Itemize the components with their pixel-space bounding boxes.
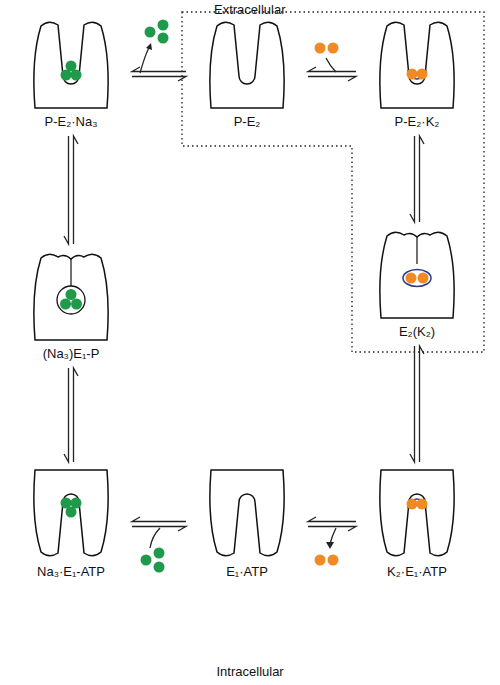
harpoon-pair (132, 67, 186, 81)
release-arrow (140, 46, 150, 73)
sodium-ion (145, 27, 156, 38)
potassium-ion (407, 499, 418, 510)
pump-outline (210, 470, 284, 556)
potassium-ion (407, 69, 418, 80)
sodium-ion (66, 61, 77, 72)
potassium-ion (417, 499, 428, 510)
sodium-ion (60, 299, 71, 310)
state-label: Na₃·E₁-ATP (16, 564, 126, 580)
pump-state: E₂(K₂) (362, 228, 472, 340)
harpoon-pair (308, 67, 356, 81)
sodium-ion (141, 555, 152, 566)
sodium-ion (158, 20, 169, 31)
compartment-label: Extracellular (214, 2, 286, 18)
pump-outline (380, 232, 454, 318)
equilibrium-arrow (410, 136, 424, 222)
potassium-release (315, 528, 339, 566)
compartment-label: Intracellular (217, 664, 284, 680)
sodium-binding (141, 528, 165, 573)
pump-state: P-E₂ (192, 18, 302, 130)
flipped-pump (34, 470, 108, 556)
pump-outline (380, 470, 454, 556)
harpoon-pair (132, 517, 186, 531)
pump-shape (205, 18, 289, 110)
dotted-boundary (182, 12, 484, 352)
pump-outline (380, 22, 454, 108)
pump-state: P-E₂·K₂ (362, 18, 472, 130)
pump-outline (34, 254, 108, 340)
state-label: (Na₃)E₁-P (16, 346, 126, 362)
sodium-ion (66, 289, 77, 300)
potassium-ion (328, 43, 339, 54)
cleft-line (70, 259, 71, 286)
pump-shape (29, 468, 113, 560)
pump-shape (375, 468, 459, 560)
state-label: P-E₂·Na₃ (16, 114, 126, 130)
equilibrium-arrow (308, 67, 356, 81)
state-label: E₁·ATP (192, 564, 302, 580)
flipped-pump (380, 470, 454, 556)
potassium-ion (417, 69, 428, 80)
state-label: P-E₂ (192, 114, 302, 130)
sodium-ion (154, 562, 165, 573)
harpoon-pair (64, 368, 78, 462)
pump-shape (375, 18, 459, 110)
binding-arrow (150, 528, 160, 548)
arrow-head (146, 43, 152, 50)
flipped-pump (210, 470, 284, 556)
pump-outline (210, 22, 284, 108)
occlusion-cavity (403, 270, 431, 287)
equilibrium-arrow (132, 517, 186, 531)
potassium-ion (315, 555, 326, 566)
harpoon-pair (410, 346, 424, 462)
pump-outline (34, 470, 108, 556)
state-label: P-E₂·K₂ (362, 114, 472, 130)
pump-state: (Na₃)E₁-P (16, 250, 126, 362)
harpoon-pair (410, 136, 424, 222)
sodium-ion (66, 507, 77, 518)
sodium-release (140, 20, 169, 74)
harpoon-pair (64, 136, 78, 244)
equilibrium-arrow (64, 136, 78, 244)
sodium-ion (158, 33, 169, 44)
potassium-binding (315, 43, 339, 73)
binding-arrow (326, 58, 336, 72)
pump-state: Na₃·E₁-ATP (16, 468, 126, 580)
pump-shape (375, 228, 459, 320)
state-label: E₂(K₂) (362, 324, 472, 340)
pump-shape (29, 18, 113, 110)
sodium-ion (154, 548, 165, 559)
pump-state: K₂·E₁·ATP (362, 468, 472, 580)
pump-shape (29, 250, 113, 342)
occlusion-cavity (57, 286, 85, 314)
equilibrium-arrow (308, 517, 356, 531)
potassium-ion (328, 555, 339, 566)
equilibrium-arrow (64, 368, 78, 462)
pump-shape (205, 468, 289, 560)
pump-state: E₁·ATP (192, 468, 302, 580)
arrow-head (326, 542, 334, 549)
sodium-ion (71, 299, 82, 310)
cleft-line (416, 237, 417, 264)
pump-state: P-E₂·Na₃ (16, 18, 126, 130)
pump-outline (34, 22, 108, 108)
equilibrium-arrow (410, 346, 424, 462)
equilibrium-arrow (132, 67, 186, 81)
state-label: K₂·E₁·ATP (362, 564, 472, 580)
potassium-ion (315, 43, 326, 54)
potassium-ion (406, 273, 417, 284)
harpoon-pair (308, 517, 356, 531)
potassium-ion (418, 273, 429, 284)
release-arrow (330, 528, 336, 544)
